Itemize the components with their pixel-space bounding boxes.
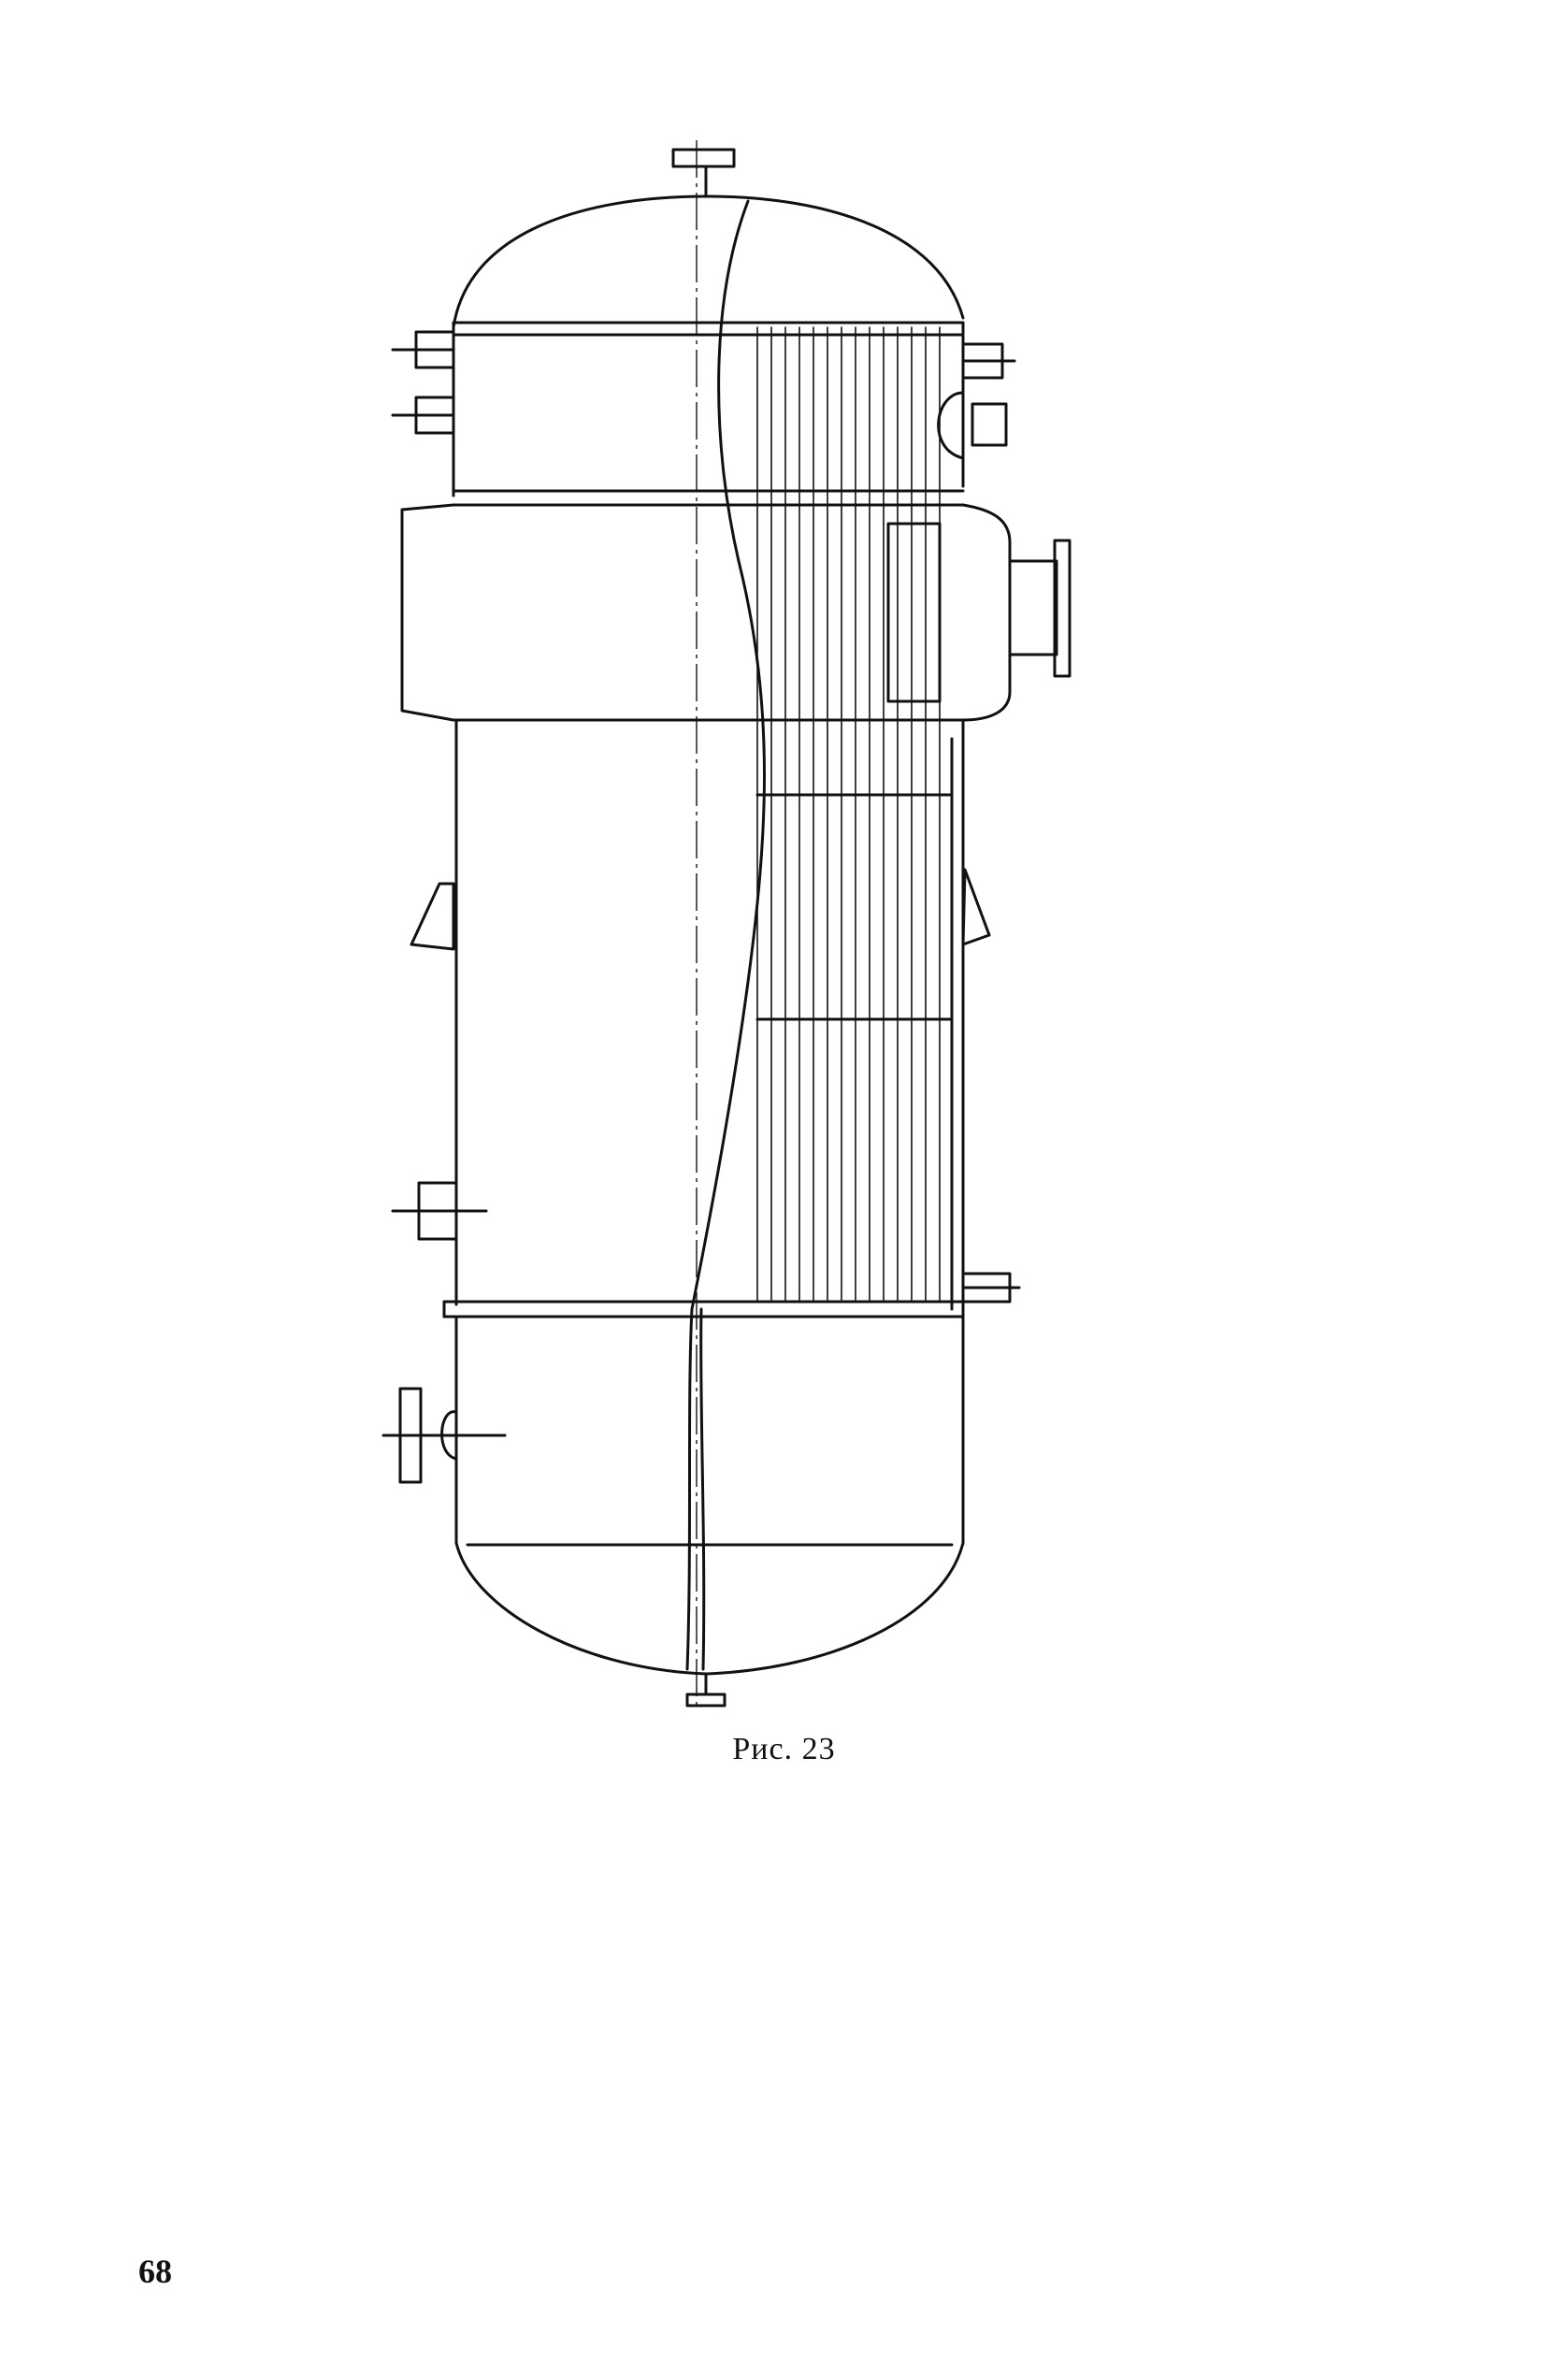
figure [355,131,1103,1721]
vessel-drawing-icon [381,140,1072,1711]
page-number: 68 [138,2253,172,2290]
figure-caption: Рис. 23 [732,1732,836,1766]
